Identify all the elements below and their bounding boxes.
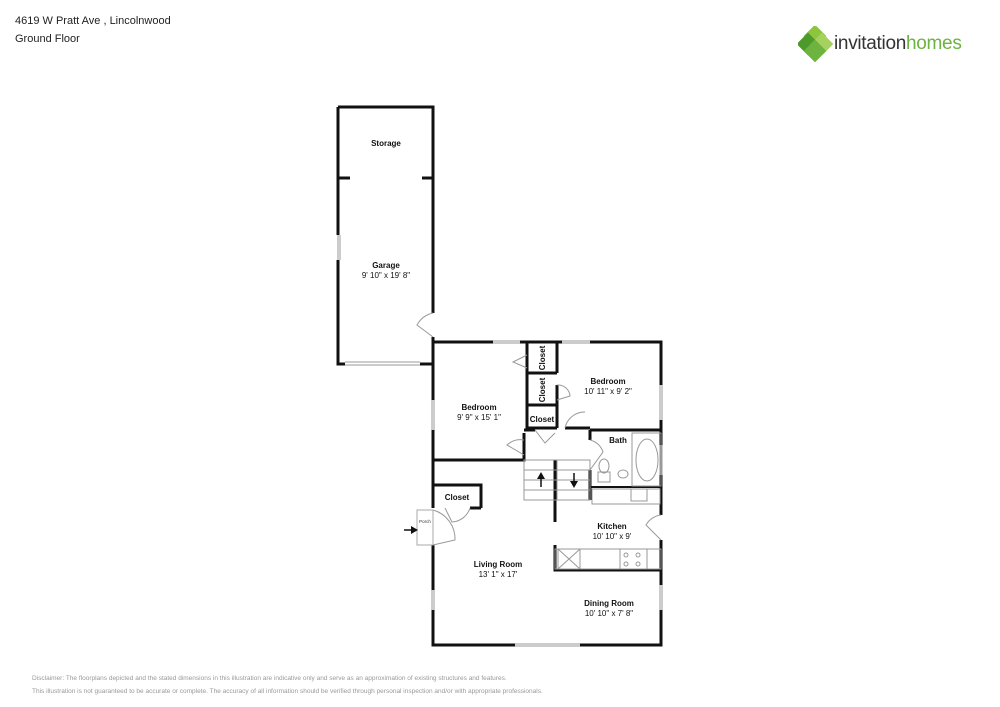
room-closet-a: Closet xyxy=(538,345,547,370)
entry-arrow-icon xyxy=(404,526,418,534)
room-closet-d: Closet xyxy=(445,493,470,502)
room-bedroom-1: Bedroom xyxy=(461,403,496,412)
logo-mark-icon xyxy=(798,26,834,62)
room-dining: Dining Room xyxy=(584,599,634,608)
room-living: Living Room xyxy=(474,560,522,569)
dining-dims: 10' 10" x 7' 8" xyxy=(585,609,633,618)
stair-down-arrow-icon xyxy=(570,473,578,488)
floor-name: Ground Floor xyxy=(15,33,80,45)
kitchen-dims: 10' 10" x 9' xyxy=(593,532,632,541)
address: 4619 W Pratt Ave , Lincolnwood xyxy=(15,15,171,27)
room-storage: Storage xyxy=(371,139,401,148)
room-garage: Garage xyxy=(372,261,400,270)
logo-word-invitation: invitation xyxy=(834,33,906,54)
room-closet-c: Closet xyxy=(530,415,555,424)
room-bath: Bath xyxy=(609,436,627,445)
logo-word-homes: homes xyxy=(906,33,962,54)
bedroom-1-dims: 9' 9" x 15' 1" xyxy=(457,413,501,422)
garage-dims: 9' 10" x 19' 8" xyxy=(362,271,410,280)
room-closet-b: Closet xyxy=(538,377,547,402)
fixtures xyxy=(337,235,663,647)
bedroom-2-dims: 10' 11" x 9' 2" xyxy=(584,387,632,396)
living-dims: 13' 1" x 17' xyxy=(479,570,518,579)
stair-up-arrow-icon xyxy=(537,472,545,487)
disclaimer-line-2: This illustration is not guaranteed to b… xyxy=(32,688,543,695)
disclaimer-line-1: Disclaimer: The floorplans depicted and … xyxy=(32,675,507,682)
room-porch: Porch xyxy=(419,519,431,524)
room-bedroom-2: Bedroom xyxy=(590,377,625,386)
room-kitchen: Kitchen xyxy=(597,522,626,531)
